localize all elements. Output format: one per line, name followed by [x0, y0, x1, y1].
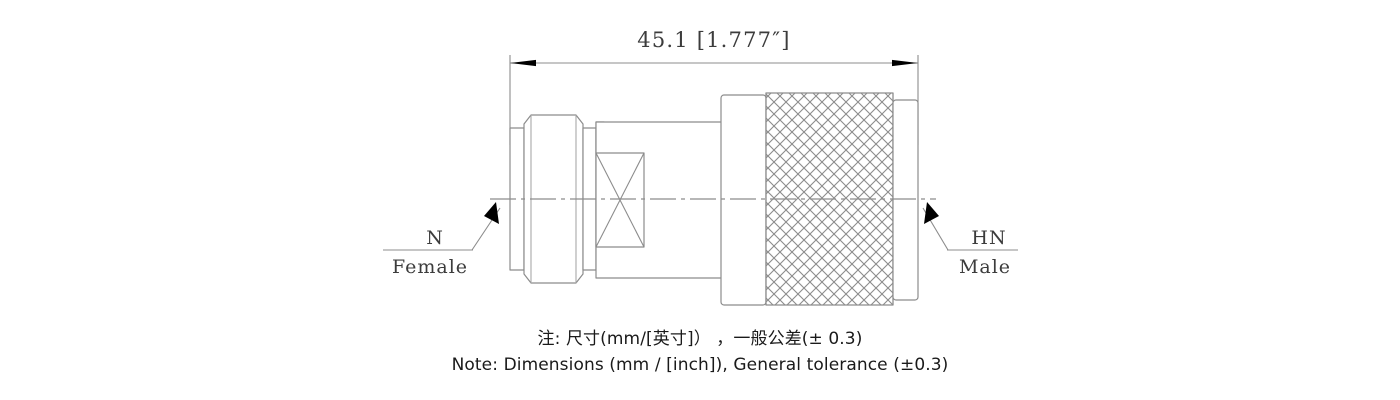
callout-left-label-line1: N — [426, 227, 444, 249]
dimension-arrow-left — [510, 59, 536, 67]
hn-body-shoulder — [720, 94, 767, 306]
hn-male-end-cap — [892, 99, 919, 301]
callout-right-label-line2: Male — [959, 256, 1011, 278]
wrench-flat-diagonal-2 — [595, 152, 645, 248]
dimension-arrow-right — [892, 59, 918, 67]
callout-right-arrowhead — [924, 202, 939, 224]
caption-line-english: Note: Dimensions (mm / [inch]), General … — [451, 355, 949, 375]
callout-hn-male: HN Male — [922, 202, 1018, 278]
caption-line-chinese: 注: 尺寸(mm/[英寸]） ，一般公差(± 0.3) — [537, 329, 863, 349]
caption-block: 注: 尺寸(mm/[英寸]） ，一般公差(± 0.3) Note: Dimens… — [0, 326, 1400, 378]
wrench-flat-marker — [595, 152, 645, 248]
callout-left-label-line2: Female — [392, 256, 468, 278]
overall-length-dimension: 45.1 [1.777″] — [509, 28, 919, 145]
callout-n-female: N Female — [383, 202, 501, 278]
callout-left-arrowhead — [484, 202, 499, 224]
dimension-value-label: 45.1 [1.777″] — [637, 28, 790, 52]
callout-right-label-line1: HN — [971, 227, 1006, 249]
